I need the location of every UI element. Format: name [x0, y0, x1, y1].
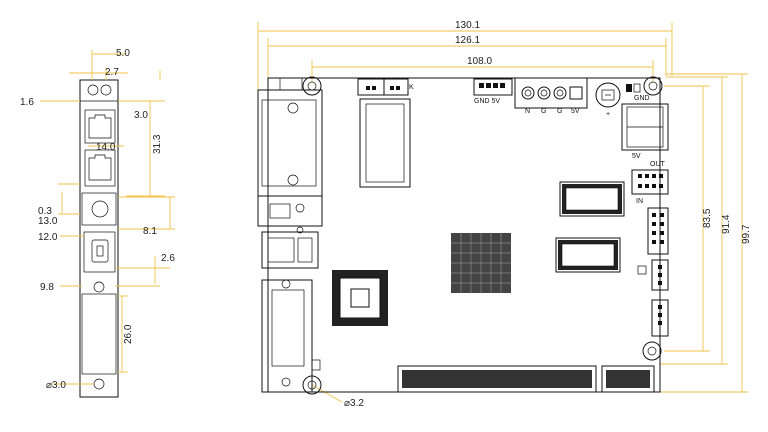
dim-91-4: 91.4 — [721, 214, 732, 234]
side-view: 5.0 2.7 1.6 3.0 31.3 14.0 0.3 13.0 8.1 1… — [20, 48, 175, 398]
molex-power-connector — [514, 77, 588, 109]
side-hole-1 — [87, 84, 99, 96]
fan-header — [357, 78, 409, 96]
pin-label-g2: G — [557, 108, 562, 115]
dim-83-5: 83.5 — [702, 208, 713, 228]
power-header-small — [473, 78, 513, 96]
dim-108-0: 108.0 — [467, 56, 492, 67]
dim-9-8: 9.8 — [40, 282, 54, 293]
rj45-port-2 — [84, 149, 116, 187]
dimm-slot — [359, 98, 411, 188]
side-profile — [79, 79, 119, 398]
dim-8-1: 8.1 — [143, 226, 157, 237]
pci-edge-connector — [397, 365, 655, 393]
rj45-stack — [257, 77, 323, 197]
dim-2-7: 2.7 — [105, 67, 119, 78]
pin-label-n: N — [525, 108, 530, 115]
label-5v: 5V — [632, 153, 641, 160]
usb-port — [91, 239, 109, 263]
dim-hole-3-2: ⌀3.2 — [344, 398, 364, 409]
battery — [595, 82, 621, 108]
dim-2-6: 2.6 — [161, 253, 175, 264]
audio-jack — [91, 200, 109, 218]
dim-3-0: 3.0 — [134, 110, 148, 121]
label-gnd-5v: GND 5V — [474, 98, 500, 105]
dim-99-7: 99.7 — [741, 224, 752, 244]
dim-31-3: 31.3 — [152, 134, 163, 154]
label-gnd: GND — [634, 95, 650, 102]
dim-14-0: 14.0 — [96, 142, 116, 153]
small-header-2 — [651, 299, 669, 337]
dim-5-0: 5.0 — [116, 48, 130, 59]
bga-grid — [451, 233, 511, 293]
label-k: K — [409, 84, 414, 91]
db9-block — [261, 279, 321, 393]
small-header-1 — [637, 259, 669, 291]
dim-hole-3-0: ⌀3.0 — [46, 380, 66, 391]
mounting-hole-bottom-right — [642, 341, 662, 361]
pin-label-5v: 5V — [571, 108, 580, 115]
side-hole-2 — [100, 84, 112, 96]
db9-connector — [81, 293, 117, 375]
usb-block — [261, 226, 319, 269]
gnd-jumper — [626, 83, 641, 93]
label-plus: + — [606, 111, 610, 118]
dim-13-0: 13.0 — [38, 216, 58, 227]
dim-1-6: 1.6 — [20, 97, 34, 108]
cpu-socket — [332, 270, 388, 326]
dim-0-3: 0.3 — [38, 206, 52, 217]
label-out: OUT — [650, 161, 666, 168]
dc-terminal-block — [621, 103, 669, 151]
ram-chip-2 — [555, 237, 621, 273]
out-header — [631, 169, 669, 195]
pin-label-g1: G — [541, 108, 546, 115]
gpio-header — [647, 207, 669, 255]
label-in: IN — [636, 198, 643, 205]
audio-block — [257, 195, 323, 227]
top-view: 130.1 126.1 108.0 83.5 91.4 99.7 ⌀3.2 — [257, 20, 752, 409]
power-pin-labels: N G G 5V — [525, 108, 580, 115]
dim-126-1: 126.1 — [455, 35, 480, 46]
dim-130-1: 130.1 — [455, 20, 480, 31]
rj45-port-1 — [84, 109, 116, 144]
dim-26-0: 26.0 — [123, 324, 134, 344]
ram-chip-1 — [559, 181, 625, 217]
mounting-hole-top-right — [643, 76, 663, 96]
dim-12-0: 12.0 — [38, 232, 58, 243]
